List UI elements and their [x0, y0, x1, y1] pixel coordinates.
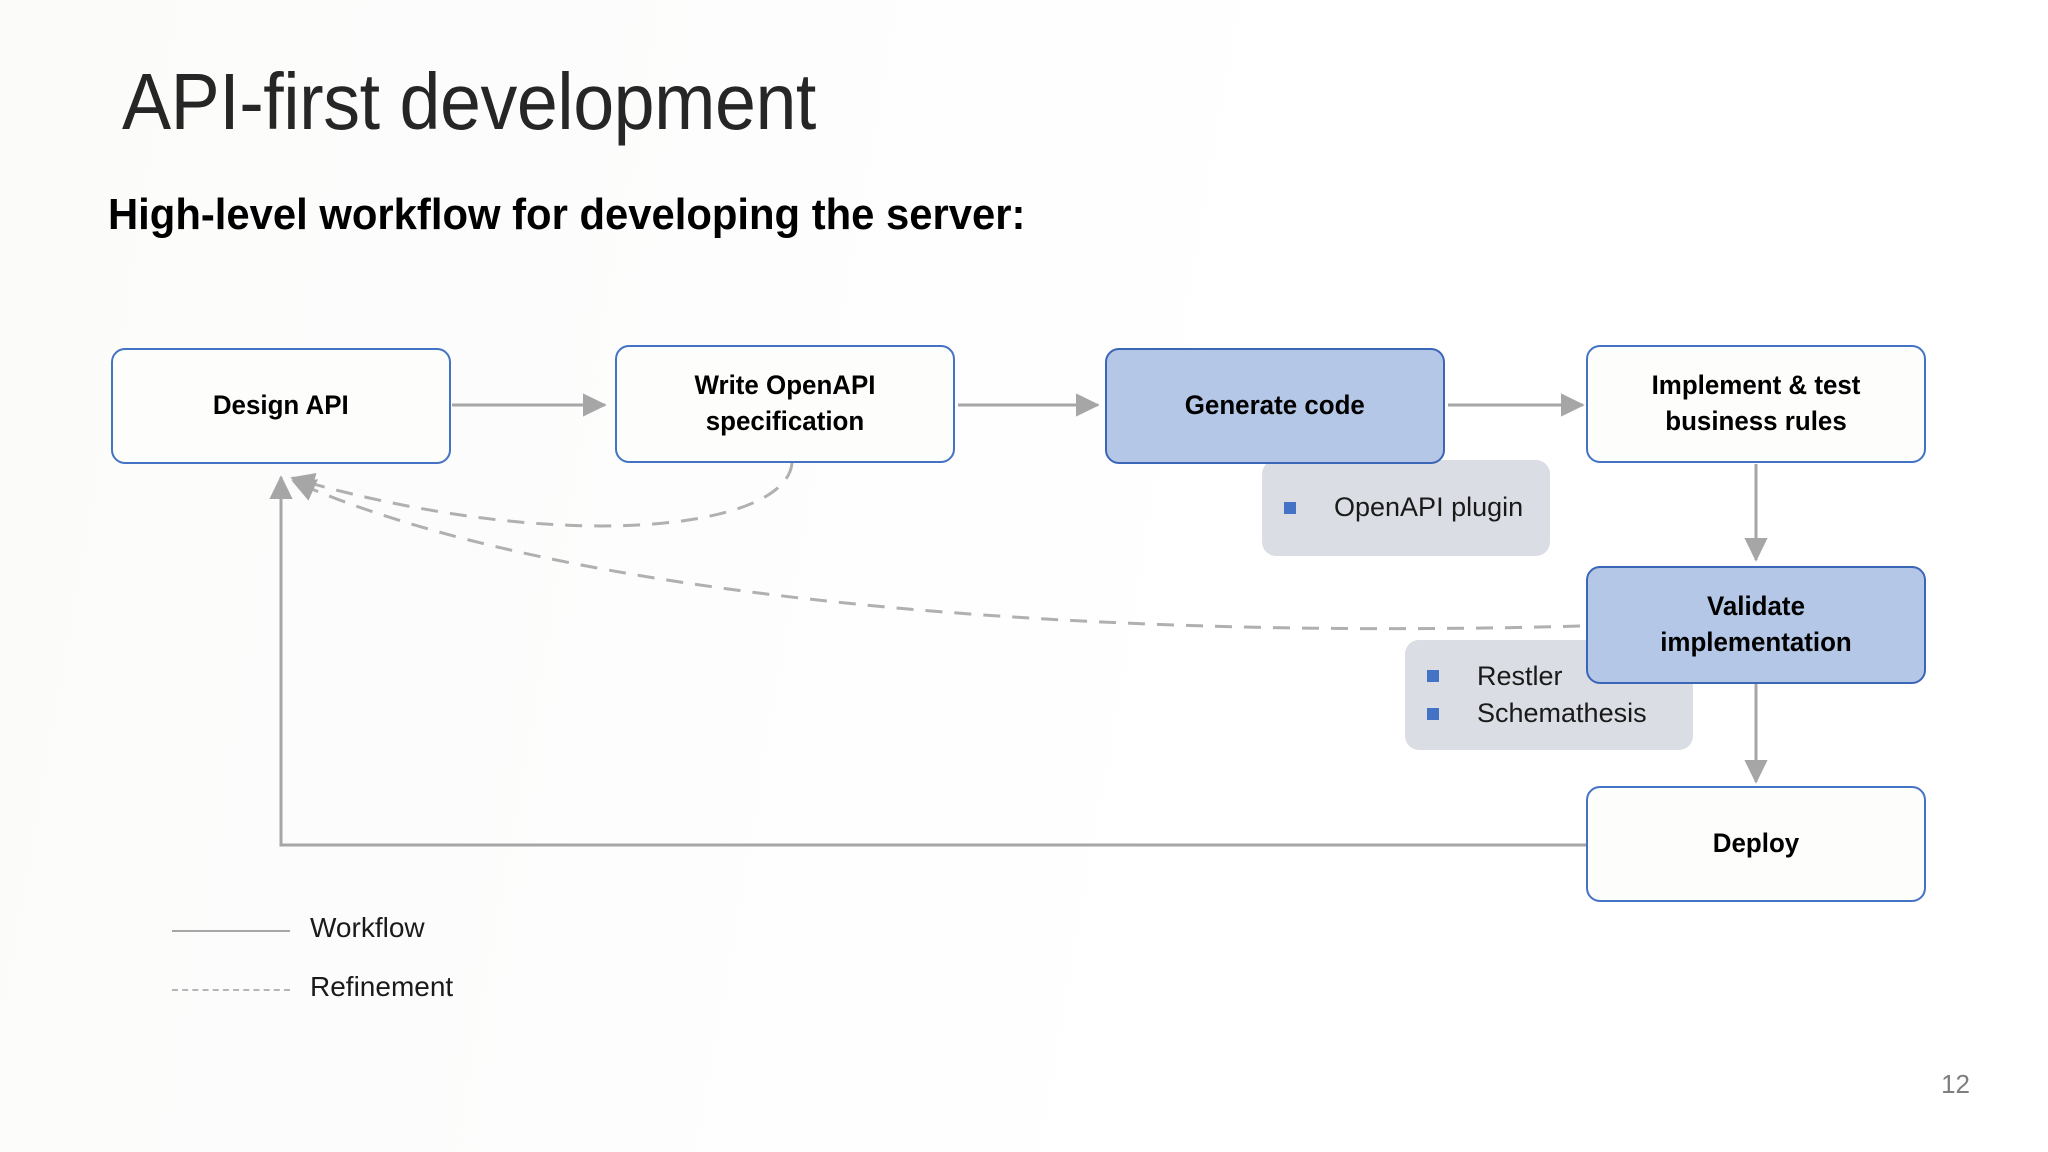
list-item-label: Schemathesis: [1477, 698, 1647, 728]
page-subtitle: High-level workflow for developing the s…: [108, 190, 1026, 239]
list-item: Schemathesis: [1427, 695, 1667, 732]
node-label: Generate code: [1184, 390, 1366, 421]
legend-label: Workflow: [310, 912, 425, 943]
node-label: Deploy: [1712, 828, 1800, 859]
list-item: Restler: [1427, 658, 1667, 695]
legend: Workflow Refinement: [172, 912, 592, 1030]
subnode-generate-code-tools: OpenAPI plugin: [1262, 460, 1550, 556]
node-implement-test-business-rules[interactable]: Implement & test business rules: [1586, 345, 1926, 463]
dashed-line-icon: [172, 989, 290, 991]
node-design-api[interactable]: Design API: [111, 348, 451, 464]
solid-line-icon: [172, 930, 290, 932]
legend-item-refinement: Refinement: [172, 971, 592, 1030]
edge-refinement-write-openapi-to-design-api: [290, 462, 794, 528]
node-deploy[interactable]: Deploy: [1586, 786, 1926, 902]
node-label: Write OpenAPI specification: [694, 370, 876, 436]
node-generate-code[interactable]: Generate code: [1105, 348, 1445, 464]
square-bullet-icon: [1427, 707, 1439, 720]
list-item-label: Restler: [1477, 660, 1563, 691]
page-number: 12: [1941, 1069, 1970, 1099]
legend-label: Refinement: [310, 971, 454, 1002]
legend-item-workflow: Workflow: [172, 912, 592, 971]
square-bullet-icon: [1427, 670, 1439, 683]
node-label: Implement & test business rules: [1651, 370, 1861, 436]
square-bullet-icon: [1284, 502, 1296, 514]
list-item: OpenAPI plugin: [1284, 489, 1524, 526]
page-title: API-first development: [122, 57, 816, 146]
node-label: Design API: [213, 390, 349, 421]
list-item-label: OpenAPI plugin: [1334, 492, 1524, 523]
node-validate-implementation[interactable]: Validate implementation: [1586, 566, 1926, 684]
node-write-openapi-specification[interactable]: Write OpenAPI specification: [615, 345, 955, 463]
node-label: Validate implementation: [1660, 591, 1852, 657]
